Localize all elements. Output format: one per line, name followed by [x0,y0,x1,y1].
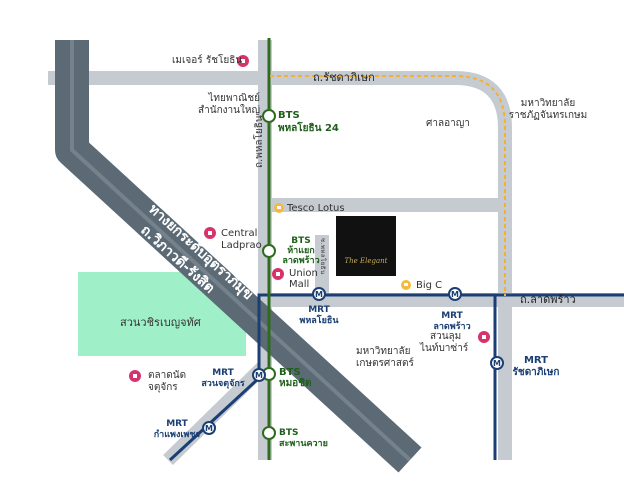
tesco-lotus-label: Tesco Lotus [287,203,345,214]
mrt-kamphaeng-label-line2: กำแพงเพชร [153,430,201,440]
mrt-ladprao-label-line2: ลาดพร้าว [433,322,471,332]
mrt-symbol: M [451,290,459,299]
mrt-symbol: M [315,290,323,299]
bts-hayaek-label-line3: ลาดพร้าว [282,256,320,266]
central-label-line1: Central [221,228,258,239]
ratchadaphisek-road-label: ถ.รัชดาภิเษก [313,71,375,84]
bts-phahon24-label-line2: พหลโยธิน 24 [278,123,339,134]
big-c-label: Big C [416,280,443,291]
scb-label-line2: สำนักงานใหญ่ [198,105,260,116]
bts-phahon24-station [262,109,276,123]
rajabhat-label-line1: มหาวิทยาลัย [520,98,576,109]
chatuchak-road [163,360,269,466]
bts-saphankhwai-label-line2: สะพานควาย [279,439,328,449]
dashed-route [270,75,506,296]
mrt-ladprao-label-line1: MRT [441,311,463,321]
union-mall-label-line2: Mall [289,279,310,290]
mrt-phahon-station [312,287,326,301]
ratchadaphisek-road [48,71,512,460]
kasetsart-label-line1: มหาวิทยาลัย [356,346,411,357]
project-logo-text: The Elegant [344,257,388,265]
scb-label-line1: ไทยพาณิชย์ [208,93,260,104]
court-label: ศาลอาญา [426,118,470,129]
mrt-chatuchak-label-line1: MRT [212,368,234,378]
mrt-phahon-label-line1: MRT [308,305,330,315]
mrt-kamphaeng-label-line1: MRT [166,419,188,429]
bts-hayaek-label-line1: BTS [291,236,311,246]
ladprao-road-label: ถ.ลาดพร้าว [520,293,576,306]
mrt-phahon-label-line2: พหลโยธิน [299,316,339,326]
lumphini-label-line1: สวนลุม [430,331,462,342]
rajabhat-label-line2: ราชภัฏจันทรเกษม [508,110,588,121]
park-label: สวนวชิรเบญจทัศ [120,316,201,329]
bts-saphankhwai-label-line1: BTS [279,428,299,438]
union-mall-label-line1: Union [289,268,318,279]
project-logo: The Elegant [336,216,396,276]
expressway-road [55,40,422,473]
bts-saphankhwai-station [262,426,276,440]
lumphini-label-line2: ไนท์บาซ่าร์ [420,343,469,354]
bts-mochit-label-line1: BTS [279,367,301,378]
chatuchak-market-label-line2: จตุจักร [148,382,178,393]
mrt-ratchada-station [490,356,504,370]
central-label-line2: Ladprao [221,240,262,251]
bts-phahon24-label-line1: BTS [278,110,300,121]
bts-hayaek-label-line2: ห้าแยก [287,246,315,256]
chatuchak-market-label-line1: ตลาดนัด [148,370,187,381]
mrt-line [168,293,624,462]
bts-mochit-label-line2: หมอชิต [279,378,312,389]
bts-hayaek-station [262,244,276,258]
mrt-symbol: M [205,424,213,433]
mrt-ratchada-label-line1: MRT [523,355,549,366]
mrt-ratchada-label-line2: รัชดาภิเษก [512,367,560,378]
mrt-symbol: M [493,359,501,368]
mrt-kamphaeng-station [202,421,216,435]
kasetsart-label-line2: เกษตรศาสตร์ [356,358,414,369]
phahonyothin-road-label: ถ.พหลโยธิน [254,115,265,168]
mrt-chatuchak-station [252,368,266,382]
mrt-symbol: M [255,371,263,380]
mrt-ladprao-station [448,287,462,301]
mrt-chatuchak-label-line2: สวนจตุจักร [201,379,245,389]
major-cineplex-label: เมเจอร์ รัชโยธิน [172,55,243,66]
